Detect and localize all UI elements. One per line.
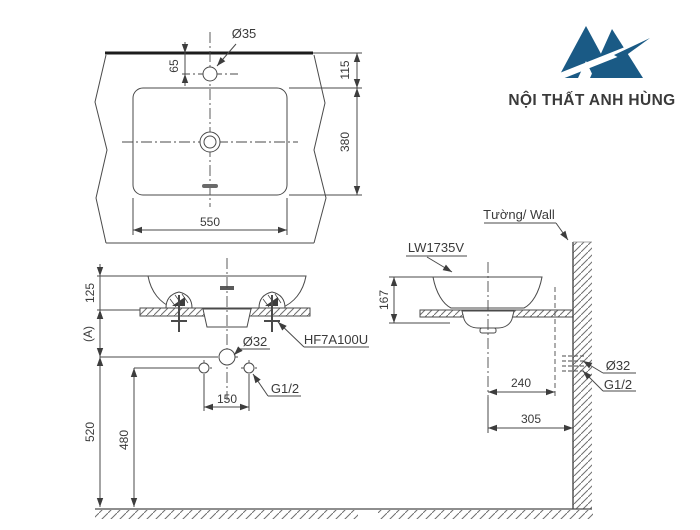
- dim-basin-height-side: 167: [377, 290, 391, 310]
- brand-name: NỘI THẤT ANH HÙNG: [508, 91, 675, 109]
- supply-right: [243, 362, 255, 374]
- drain-top-inner: [203, 135, 217, 149]
- faucet-hole: [202, 66, 218, 82]
- front-view: [96, 258, 369, 507]
- dim-supply-to-floor: 480: [117, 430, 131, 450]
- label-model: LW1735V: [408, 240, 464, 255]
- top-view: [94, 32, 362, 244]
- outlet-drain: [562, 355, 586, 362]
- dim-center-to-supply: 240: [511, 376, 531, 390]
- label-drain-dia-side: Ø32: [606, 358, 631, 373]
- dim-basin-depth: 380: [338, 132, 352, 152]
- brand-logo: NỘI THẤT ANH HÙNG: [508, 26, 675, 109]
- dim-counter-thickness: (A): [81, 326, 95, 342]
- dim-faucet-offset: 65: [167, 59, 181, 73]
- dim-supply-spacing: 150: [217, 392, 237, 406]
- counter-left-break: [94, 54, 108, 244]
- supply-left: [198, 362, 210, 374]
- floor: [95, 508, 593, 519]
- drain-top-outer: [199, 131, 221, 153]
- dim-center-to-wall: 305: [521, 412, 541, 426]
- label-faucet-hole-dia: Ø35: [232, 26, 257, 41]
- side-view: [389, 222, 574, 433]
- basin-side-outline: [432, 276, 543, 309]
- wall-hatch: [573, 242, 592, 509]
- label-bracket-model: HF7A100U: [304, 332, 368, 347]
- dim-rim-height: 125: [83, 283, 97, 303]
- counter-right-break: [313, 54, 327, 244]
- dim-drain-to-floor: 520: [83, 422, 97, 442]
- label-supply-thread-front: G1/2: [271, 381, 299, 396]
- logo-mark: [552, 26, 650, 83]
- wall-section: [562, 241, 636, 509]
- label-wall: Tường/ Wall: [483, 207, 555, 222]
- label-supply-thread-side: G1/2: [604, 377, 632, 392]
- label-drain-dia-front: Ø32: [243, 334, 268, 349]
- overflow-slot: [202, 184, 218, 188]
- dim-wall-to-basin: 115: [338, 60, 352, 79]
- annotations: Ø35 65 115 380 550 125 (A) Ø32 HF7A100U …: [81, 26, 632, 450]
- clamp-right: [258, 291, 286, 332]
- outlet-supply: [562, 365, 586, 372]
- clamp-left: [165, 291, 193, 332]
- drain-circle-front: [218, 348, 236, 366]
- dim-basin-width: 550: [200, 215, 220, 229]
